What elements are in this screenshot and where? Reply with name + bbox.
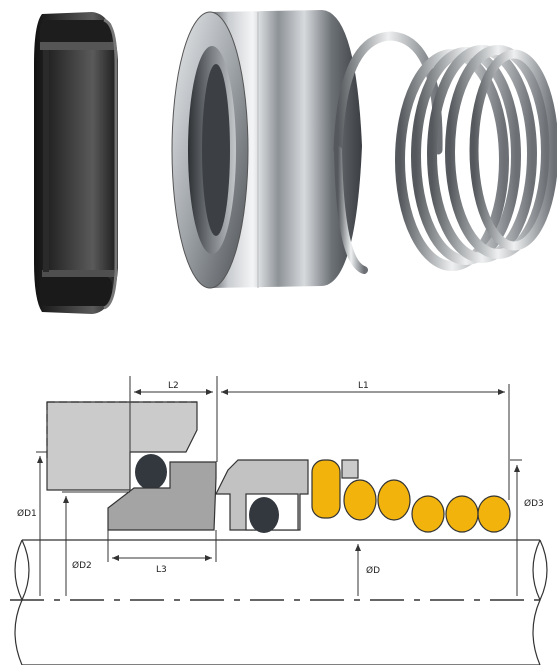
dimension-lines [36, 376, 522, 596]
spring-section [311, 459, 511, 533]
conical-spring-image [333, 31, 557, 274]
spring-end-coil [311, 459, 341, 519]
dimension-label-d: ØD [366, 565, 380, 576]
gland-outline [46, 401, 197, 460]
seat-o-ring [135, 454, 167, 490]
rotary-o-ring [249, 497, 279, 533]
dimension-label-l3: L3 [156, 565, 167, 575]
dimension-label-l2: L2 [168, 381, 179, 391]
dimension-label-d2: ØD2 [72, 560, 92, 571]
spring-coil [343, 479, 377, 521]
dimension-label-d3: ØD3 [524, 498, 544, 509]
dimension-arrowheads [37, 389, 520, 561]
spring-coil [411, 495, 445, 533]
stationary-face-section [107, 461, 217, 531]
spring-coil [477, 495, 511, 533]
dimension-label-l1: L1 [358, 381, 369, 391]
stationary-seat-section [46, 401, 198, 491]
dimension-label-d1: ØD1 [17, 508, 37, 519]
stationary-seat-ring-image [34, 12, 118, 314]
spring-retainer [341, 459, 359, 479]
spring-coil [445, 495, 479, 533]
spring-coil [377, 479, 411, 521]
rotating-face-ring-image [171, 10, 362, 289]
shaft [14, 539, 548, 666]
